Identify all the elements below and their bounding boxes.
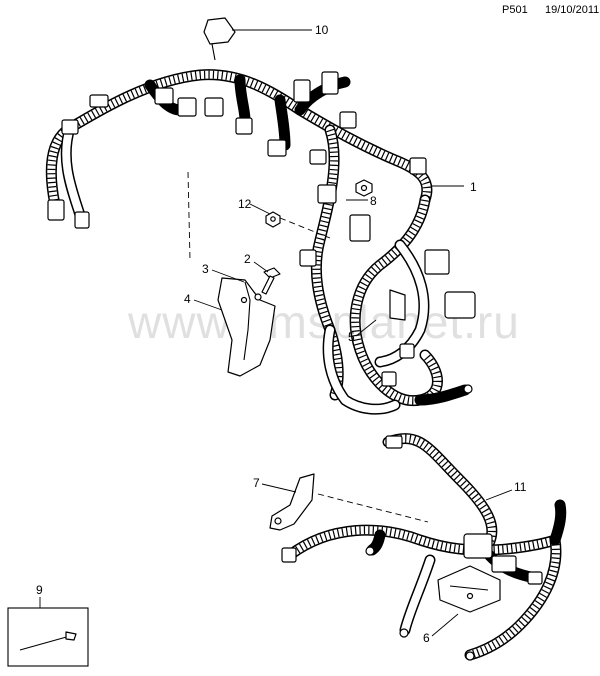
diagram-code: P501 (502, 4, 528, 16)
callout-2: 2 (244, 252, 251, 266)
engine-wiring-harness (45, 69, 476, 415)
cable-tie-inset-9 (7, 607, 89, 667)
bolt-2 (261, 267, 281, 295)
callout-9: 9 (36, 583, 43, 597)
harness-clip-10 (203, 17, 236, 61)
callout-11: 11 (514, 480, 527, 494)
callout-3: 3 (202, 262, 209, 276)
callout-6: 6 (423, 631, 430, 645)
callout-12: 12 (238, 197, 252, 211)
callout-8: 8 (370, 194, 377, 208)
assembly-line-12 (279, 217, 331, 239)
bracket-7 (269, 473, 315, 531)
nut-12 (265, 211, 281, 228)
lower-wiring-harness (281, 432, 567, 661)
bracket-6 (437, 565, 501, 613)
nut-8 (355, 179, 373, 197)
callout-1: 1 (470, 180, 477, 194)
callout-5: 5 (348, 330, 355, 344)
diagram-date: 19/10/2011 (545, 4, 600, 16)
callout-4: 4 (184, 292, 191, 306)
leader-lines (39, 29, 513, 637)
assembly-line-7 (317, 493, 429, 523)
callout-10: 10 (315, 23, 329, 37)
connector-left-1 (47, 199, 65, 221)
callout-7: 7 (253, 476, 260, 490)
assembly-line-8 (187, 171, 191, 261)
